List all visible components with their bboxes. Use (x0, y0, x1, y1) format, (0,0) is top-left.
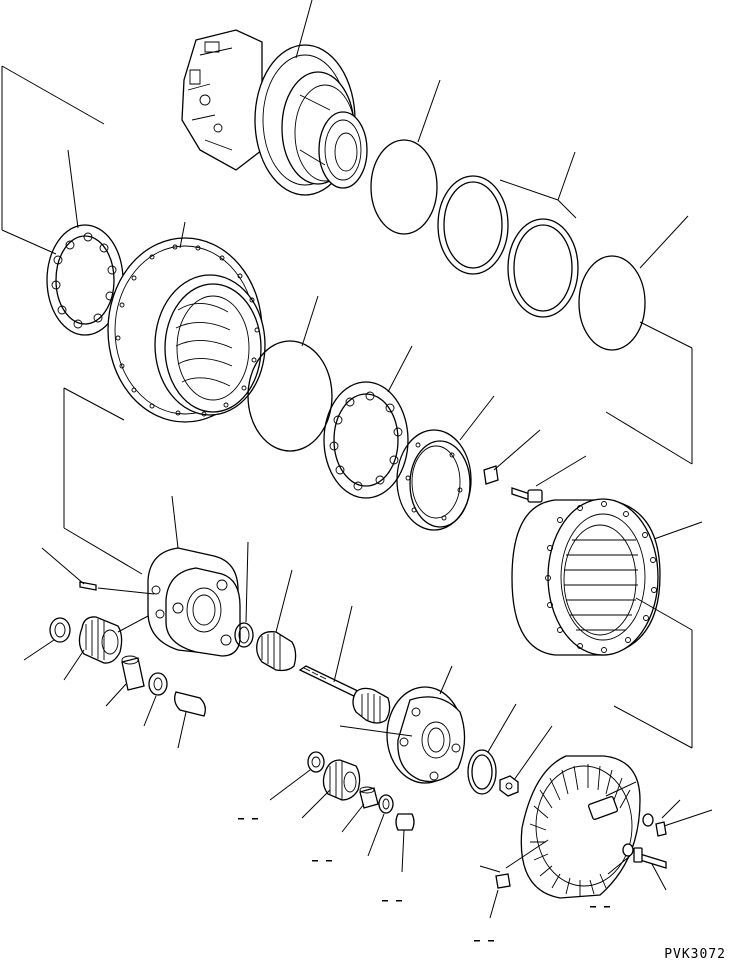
travel-motor-icon[interactable] (182, 30, 367, 195)
nut-icon[interactable] (500, 776, 518, 796)
shaft-pin-icon[interactable] (175, 692, 206, 716)
needle-bearing-icon[interactable] (122, 656, 144, 690)
o-ring-icon[interactable] (248, 341, 332, 451)
hub-housing-icon[interactable] (108, 238, 265, 422)
o-ring-icon[interactable] (579, 256, 645, 350)
floating-seal-icon[interactable] (397, 430, 471, 530)
needle-bearing-icon[interactable] (360, 787, 378, 808)
drawing-code-label: PVK3072 (664, 947, 726, 962)
ring-gear-icon[interactable] (512, 499, 660, 655)
sun-shaft-icon[interactable] (300, 666, 390, 723)
planet-carrier-icon[interactable] (387, 687, 465, 783)
o-ring-icon[interactable] (371, 140, 437, 234)
bolt-icon[interactable] (512, 488, 542, 502)
thrust-washer-icon[interactable] (308, 752, 324, 772)
snap-ring-icon[interactable] (468, 750, 496, 794)
drive-cover-icon[interactable] (521, 756, 640, 898)
planet-carrier-icon[interactable] (148, 548, 240, 656)
bolt-icon[interactable] (623, 844, 666, 868)
thrust-washer-icon[interactable] (50, 618, 70, 642)
spur-gear-icon[interactable] (323, 760, 359, 800)
floating-seal-icon[interactable] (438, 176, 508, 274)
thrust-washer-icon[interactable] (149, 673, 167, 695)
bolt-icon[interactable] (643, 814, 666, 836)
shaft-pin-icon[interactable] (396, 814, 414, 830)
spur-gear-icon[interactable] (257, 632, 296, 671)
drain-plug-icon[interactable] (496, 874, 510, 888)
snap-ring-icon[interactable] (235, 623, 253, 647)
lock-plate-icon[interactable] (484, 466, 498, 484)
floating-seal-icon[interactable] (508, 219, 578, 317)
spur-gear-icon[interactable] (79, 617, 121, 663)
thrust-washer-icon[interactable] (379, 795, 393, 813)
ball-bearing-icon[interactable] (324, 382, 408, 498)
